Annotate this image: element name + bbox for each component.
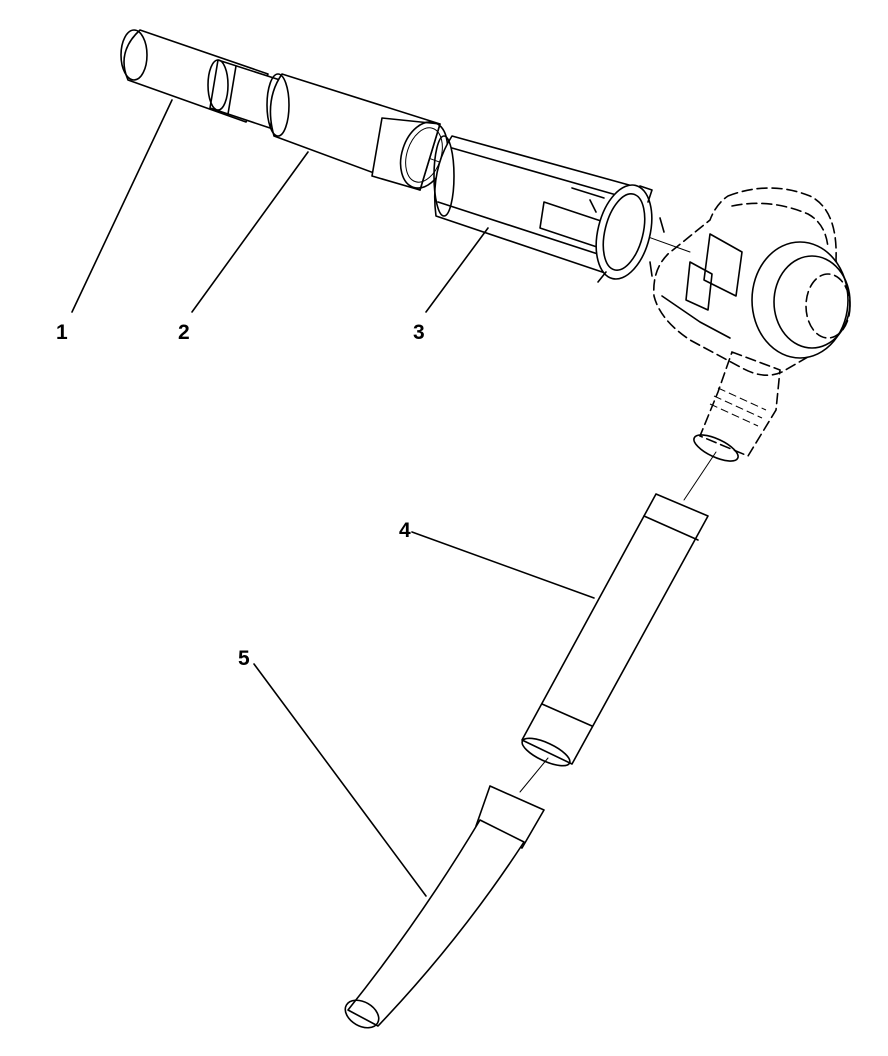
label-part-3: 3 — [413, 321, 425, 344]
label-part-4: 4 — [399, 519, 411, 542]
blower-housing — [652, 187, 851, 462]
leader-line-3 — [425, 227, 489, 313]
part-2-middle-tube — [266, 73, 449, 191]
part-3-slotted-collar — [433, 135, 665, 283]
leader-line-1 — [71, 99, 173, 313]
leader-line-5 — [253, 663, 427, 897]
part-1-end-tube — [120, 29, 281, 129]
label-part-2: 2 — [178, 321, 190, 344]
leader-line-4 — [411, 531, 595, 599]
label-part-1: 1 — [56, 321, 68, 344]
label-part-5: 5 — [238, 647, 250, 670]
assembly-axis-lower — [683, 451, 717, 501]
assembly-axis-bottom — [519, 757, 549, 793]
part-5-curved-hose — [344, 785, 545, 1029]
part-4-straight-tube — [521, 493, 709, 767]
leader-line-2 — [191, 151, 309, 313]
